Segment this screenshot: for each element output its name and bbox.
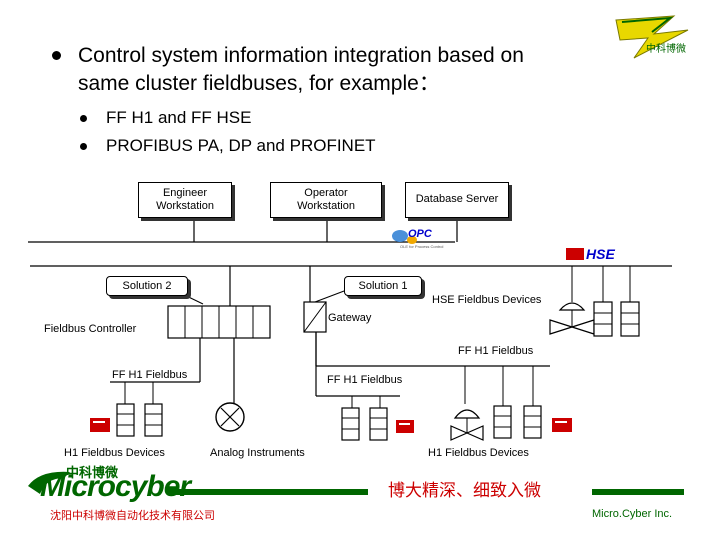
hse-logo: HSE: [586, 246, 615, 262]
top-logo-text: 中科博微: [646, 44, 686, 55]
h1-fieldbus-devices-right-label: H1 Fieldbus Devices: [428, 447, 529, 459]
footer-bar-right: [592, 489, 684, 495]
database-server-label: Database Server: [415, 193, 499, 205]
ff-h1-fieldbus-middle-label: FF H1 Fieldbus: [327, 374, 403, 386]
solution-1-box: Solution 1: [344, 276, 422, 296]
engineer-workstation: Engineer Workstation: [138, 182, 232, 218]
footer-bar-left: [168, 489, 368, 495]
opc-logo-icon: [392, 230, 417, 244]
engineer-workstation-line1: Engineer: [162, 187, 208, 199]
sub-bullet-2: PROFIBUS PA, DP and PROFINET: [106, 136, 376, 155]
engineer-workstation-line2: Workstation: [156, 200, 214, 212]
fieldbus-controller-label: Fieldbus Controller: [44, 323, 137, 335]
bullet-dot: [52, 51, 61, 60]
company-logo-icon: [28, 471, 70, 494]
solution-2-box: Solution 2: [106, 276, 188, 296]
opc-logo-caption: OLE for Process Control: [400, 244, 444, 249]
top-logo-icon: [615, 15, 689, 59]
ff-logo-icon: [396, 420, 414, 433]
operator-workstation: Operator Workstation: [270, 182, 382, 218]
sub-bullet-dot: [80, 115, 87, 122]
opc-logo: OPC: [408, 228, 432, 240]
solution-1-label: Solution 1: [358, 280, 408, 292]
hse-logo-icon: [566, 248, 584, 260]
ff-h1-fieldbus-right-label: FF H1 Fieldbus: [458, 345, 534, 357]
hse-fieldbus-devices-label: HSE Fieldbus Devices: [432, 294, 542, 306]
ff-logo-icon: [552, 418, 572, 432]
slogan: 博大精深、细致入微: [388, 481, 541, 501]
sub-bullet-dot: [80, 143, 87, 150]
database-server: Database Server: [405, 182, 509, 218]
company-name-en: Micro.Cyber Inc.: [592, 508, 673, 520]
gateway-label: Gateway: [328, 312, 372, 324]
sub-bullet-1: FF H1 and FF HSE: [106, 108, 252, 127]
ff-h1-fieldbus-left-label: FF H1 Fieldbus: [112, 369, 188, 381]
heading-line-2: same cluster fieldbuses, for example：: [78, 72, 440, 95]
heading-line-1: Control system information integration b…: [78, 44, 524, 67]
company-logo-en: Microcyber: [40, 470, 191, 503]
company-name-cn: 沈阳中科博微自动化技术有限公司: [50, 509, 215, 522]
operator-workstation-line1: Operator: [304, 187, 348, 199]
company-logo-cn: 中科博微: [66, 466, 119, 481]
top-logo: 中科博微: [614, 14, 694, 60]
solution-2-label: Solution 2: [122, 280, 172, 292]
analog-instruments-label: Analog Instruments: [210, 447, 305, 459]
ff-logo-icon: [90, 418, 110, 432]
h1-fieldbus-devices-left-label: H1 Fieldbus Devices: [64, 447, 165, 459]
operator-workstation-line2: Workstation: [297, 200, 355, 212]
